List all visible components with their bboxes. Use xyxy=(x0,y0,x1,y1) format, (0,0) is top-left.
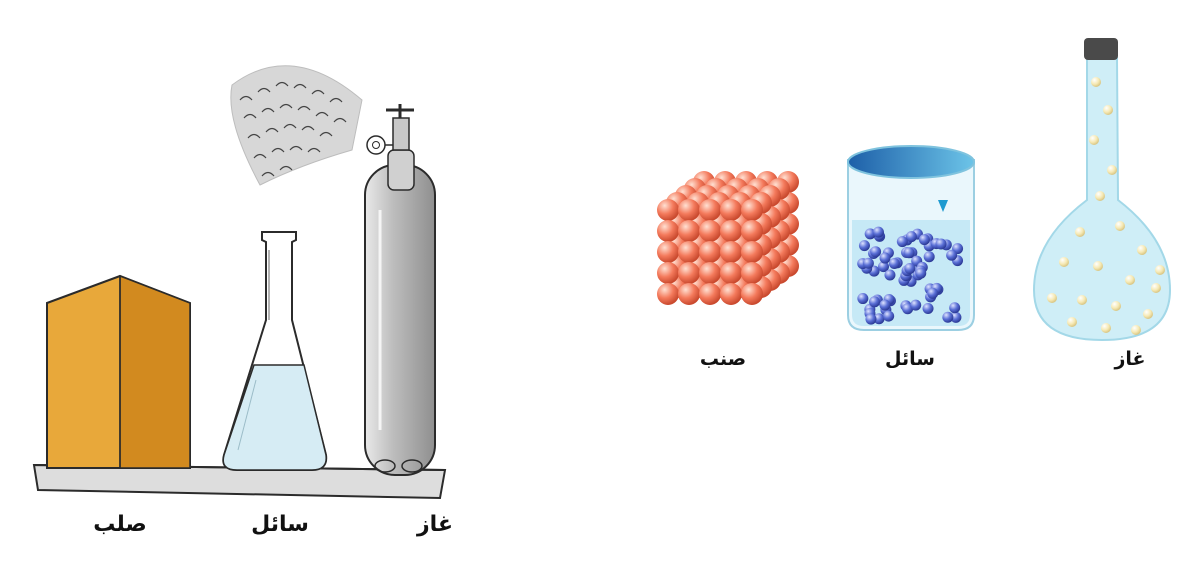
right-label-solid: صنب xyxy=(688,348,758,370)
round-flask-icon xyxy=(1034,38,1170,340)
gas-particle xyxy=(1101,323,1111,333)
solid-particle xyxy=(657,262,679,284)
liquid-particle xyxy=(857,293,868,304)
left-panel xyxy=(34,66,445,498)
solid-particle xyxy=(720,262,742,284)
gas-particle xyxy=(1059,257,1069,267)
left-label-gas: غاز xyxy=(405,512,465,537)
liquid-particle xyxy=(949,302,960,313)
solid-particle xyxy=(657,241,679,263)
solid-particle xyxy=(657,283,679,305)
solid-particle xyxy=(741,262,763,284)
gas-particle xyxy=(1143,309,1153,319)
liquid-particle xyxy=(936,239,947,250)
right-label-liquid: سائل xyxy=(870,348,950,370)
liquid-particle xyxy=(870,246,881,257)
gas-particle xyxy=(1093,261,1103,271)
solid-particle xyxy=(699,199,721,221)
liquid-particle xyxy=(863,258,874,269)
solid-particle xyxy=(741,220,763,242)
liquid-particle xyxy=(942,312,953,323)
gas-particle xyxy=(1067,317,1077,327)
liquid-particle xyxy=(869,296,880,307)
solid-particle xyxy=(678,220,700,242)
solid-particle xyxy=(678,199,700,221)
right-label-gas: غاز xyxy=(1105,348,1155,370)
liquid-particle xyxy=(884,269,895,280)
liquid-particle xyxy=(904,263,915,274)
left-label-liquid: سائل xyxy=(240,512,320,537)
solid-particle xyxy=(699,262,721,284)
solid-particle xyxy=(720,241,742,263)
solid-particle xyxy=(657,220,679,242)
gas-particle xyxy=(1131,325,1141,335)
solid-particle xyxy=(741,283,763,305)
box-icon xyxy=(47,276,190,468)
liquid-particle xyxy=(883,311,894,322)
gas-cylinder-icon xyxy=(365,104,435,475)
gas-particle xyxy=(1125,275,1135,285)
solid-particle xyxy=(741,241,763,263)
gas-particle xyxy=(1089,135,1099,145)
solid-particle xyxy=(678,262,700,284)
particle-cube-icon xyxy=(657,171,799,305)
liquid-particle xyxy=(873,227,884,238)
gas-particle xyxy=(1047,293,1057,303)
liquid-particle xyxy=(879,300,890,311)
solid-particle xyxy=(699,241,721,263)
gas-cloud-icon xyxy=(231,66,362,185)
liquid-particle xyxy=(859,240,870,251)
liquid-particle xyxy=(924,251,935,262)
gas-particle xyxy=(1077,295,1087,305)
right-panel xyxy=(657,38,1170,340)
solid-particle xyxy=(678,241,700,263)
gas-particle xyxy=(1095,191,1105,201)
gas-particle xyxy=(1103,105,1113,115)
gas-particle xyxy=(1155,265,1165,275)
solid-particle xyxy=(720,283,742,305)
liquid-particle xyxy=(889,258,900,269)
liquid-particle xyxy=(897,236,908,247)
gas-particle xyxy=(1111,301,1121,311)
gas-particle xyxy=(1151,283,1161,293)
solid-particle xyxy=(741,199,763,221)
beaker-icon xyxy=(848,146,974,330)
gas-particle xyxy=(1091,77,1101,87)
liquid-particle xyxy=(915,268,926,279)
solid-particle xyxy=(678,283,700,305)
flask-icon xyxy=(223,232,326,470)
solid-particle xyxy=(699,283,721,305)
liquid-particle xyxy=(880,253,891,264)
gas-particle xyxy=(1075,227,1085,237)
solid-particle xyxy=(699,220,721,242)
liquid-particle xyxy=(923,303,934,314)
liquid-particle xyxy=(927,288,938,299)
solid-particle xyxy=(657,199,679,221)
liquid-particle xyxy=(910,300,921,311)
gas-particle xyxy=(1137,245,1147,255)
gas-particle xyxy=(1107,165,1117,175)
liquid-particle xyxy=(865,314,876,325)
solid-particle xyxy=(720,220,742,242)
left-label-solid: صلب xyxy=(80,512,160,537)
solid-particle xyxy=(720,199,742,221)
liquid-particle xyxy=(919,234,930,245)
gas-particle xyxy=(1115,221,1125,231)
liquid-particle xyxy=(904,247,915,258)
liquid-particle xyxy=(946,250,957,261)
